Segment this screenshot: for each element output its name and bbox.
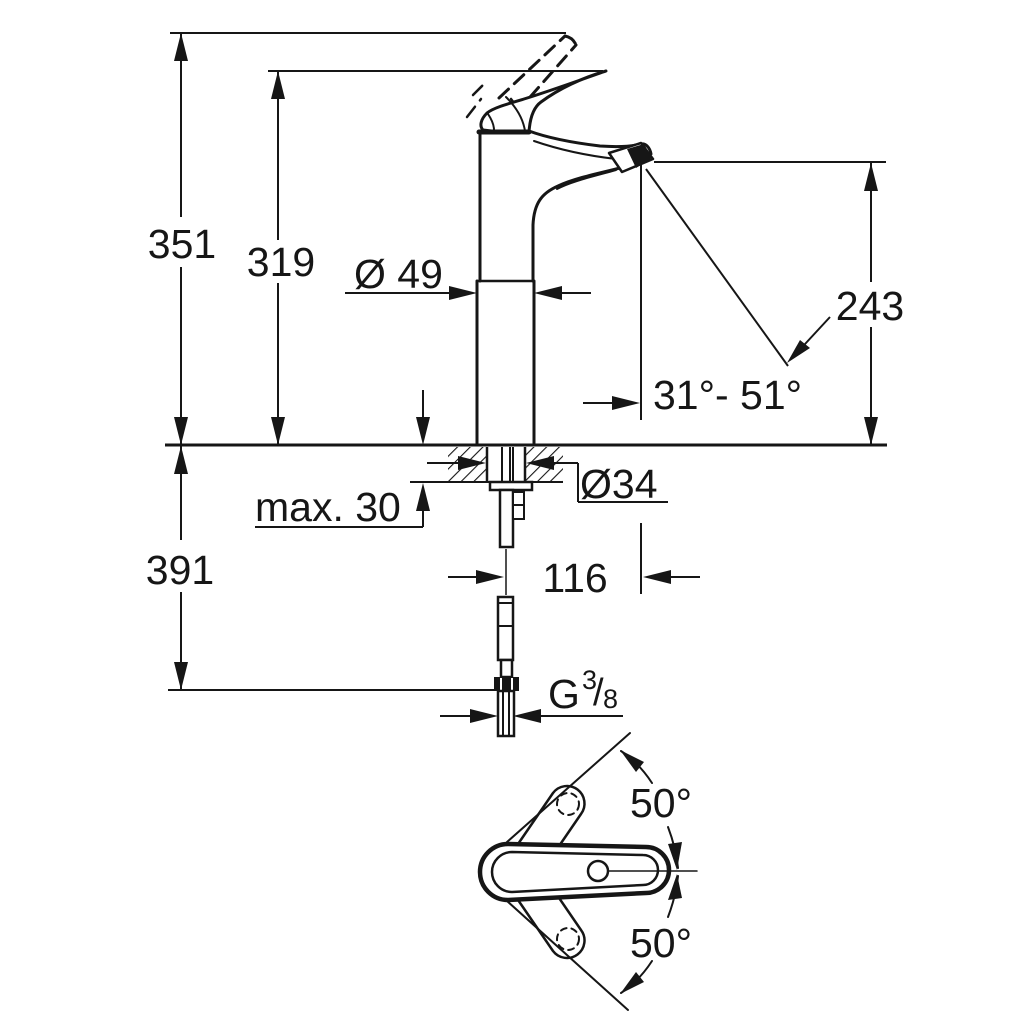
dim-spout-outlet-height xyxy=(654,161,886,445)
dim-overall-height xyxy=(170,32,566,445)
dim-mounting-hole-diameter xyxy=(427,456,668,503)
hose-lower-lines xyxy=(498,602,513,627)
overall-height-label: 351 xyxy=(148,221,216,267)
dim-max30-leader xyxy=(255,511,424,528)
dim-49-arrow-right xyxy=(449,286,477,300)
dim-g38-arrow-left xyxy=(513,709,541,723)
spout-inner-underside-line xyxy=(556,169,617,190)
spout-outlet-height-label: 243 xyxy=(836,283,904,329)
handle-swivel-top-view xyxy=(477,732,698,1011)
body-diameter-label: Ø 49 xyxy=(354,251,443,297)
handle-knob-down-dashed xyxy=(556,927,580,951)
hex-nut xyxy=(494,677,519,691)
below-deck-assembly xyxy=(485,447,534,738)
dim-319-arrow-up xyxy=(271,71,285,99)
lever-handle xyxy=(479,69,608,134)
thread-pipe xyxy=(496,689,516,738)
swivel-arc-upper-arrow-in xyxy=(668,842,682,870)
handle-swing-lower-label: 50° xyxy=(630,920,692,966)
swivel-diagonal-up xyxy=(506,732,631,843)
connector-collar xyxy=(499,658,514,679)
mounting-hole-diameter-label: Ø34 xyxy=(580,461,658,507)
dim-max30-arrow-up xyxy=(416,483,430,511)
spray-angle-range-label: 31°- 51° xyxy=(653,372,802,418)
faucet-side-view xyxy=(465,34,655,446)
swivel-arc-lower-arrow-in xyxy=(668,874,682,900)
below-deck-length-label: 391 xyxy=(146,547,214,593)
spray-angle-annotation xyxy=(583,164,831,420)
thread-size-label: G 3 / 8 xyxy=(548,665,618,717)
dim-319-arrow-down xyxy=(271,417,285,445)
dim-49-arrow-left xyxy=(534,286,562,300)
stream-leader-arrow xyxy=(787,340,810,363)
faucet-base-inner-outline xyxy=(490,850,660,894)
hose-lower-segment xyxy=(496,595,515,662)
lever-handle-front-line xyxy=(487,113,495,131)
dim-below-deck-length xyxy=(168,446,494,691)
spout-underside-edge xyxy=(531,165,626,283)
thread-slash-label: / xyxy=(593,672,604,714)
dim-116-arrow-right xyxy=(476,570,504,584)
dim-max-deck-thickness xyxy=(255,390,430,528)
handle-knob-up-dashed xyxy=(556,792,580,816)
dim-thread-size xyxy=(440,709,623,723)
pivot-hole xyxy=(586,859,610,883)
dim-391-arrow-down xyxy=(174,662,188,690)
lever-handle-fold-line xyxy=(505,96,526,132)
water-stream-line xyxy=(645,168,789,367)
dim-height-to-lever xyxy=(268,70,603,445)
dim-34-arrow-right xyxy=(458,456,486,470)
thread-numerator-label: 3 xyxy=(582,665,597,695)
dim-body-diameter xyxy=(345,286,591,300)
spout-inner-top-line xyxy=(533,140,617,160)
swivel-arc-lower-arrow-out xyxy=(620,972,644,994)
max-deck-thickness-label: max. 30 xyxy=(255,484,401,530)
dim-max30-arrow-down xyxy=(416,417,430,445)
spout-projection-label: 116 xyxy=(542,555,607,601)
thread-pipe-inner-lines xyxy=(502,691,510,736)
dim-34-arrow-left xyxy=(526,456,554,470)
dim-34-leader xyxy=(427,462,668,503)
spout-top-edge xyxy=(527,129,653,156)
dim-116-arrow-left xyxy=(643,570,671,584)
angle-arrow-right xyxy=(612,396,640,410)
dim-243-arrow-up xyxy=(864,163,878,191)
dim-243-arrow-down xyxy=(864,417,878,445)
thread-letter-label: G xyxy=(548,671,580,717)
thread-denominator-label: 8 xyxy=(603,684,618,714)
dim-spout-projection xyxy=(448,523,700,594)
aerator-tip xyxy=(627,144,652,168)
dim-g38-arrow-right xyxy=(470,709,498,723)
swivel-diagonal-down xyxy=(506,900,629,1011)
handle-swing-upper-label: 50° xyxy=(630,780,692,826)
dimension-labels: 351 319 Ø 49 243 31°- 51° max. 30 Ø34 39… xyxy=(146,221,904,966)
swivel-arc-upper-arrow-out xyxy=(620,750,644,772)
height-to-lever-label: 319 xyxy=(247,239,315,285)
dim-351-arrow-down xyxy=(174,417,188,445)
dim-391-arrow-up xyxy=(174,446,188,474)
dim-351-arrow-up xyxy=(174,33,188,61)
hex-nut-facets xyxy=(500,678,513,690)
hose-upper-segment xyxy=(498,488,515,549)
